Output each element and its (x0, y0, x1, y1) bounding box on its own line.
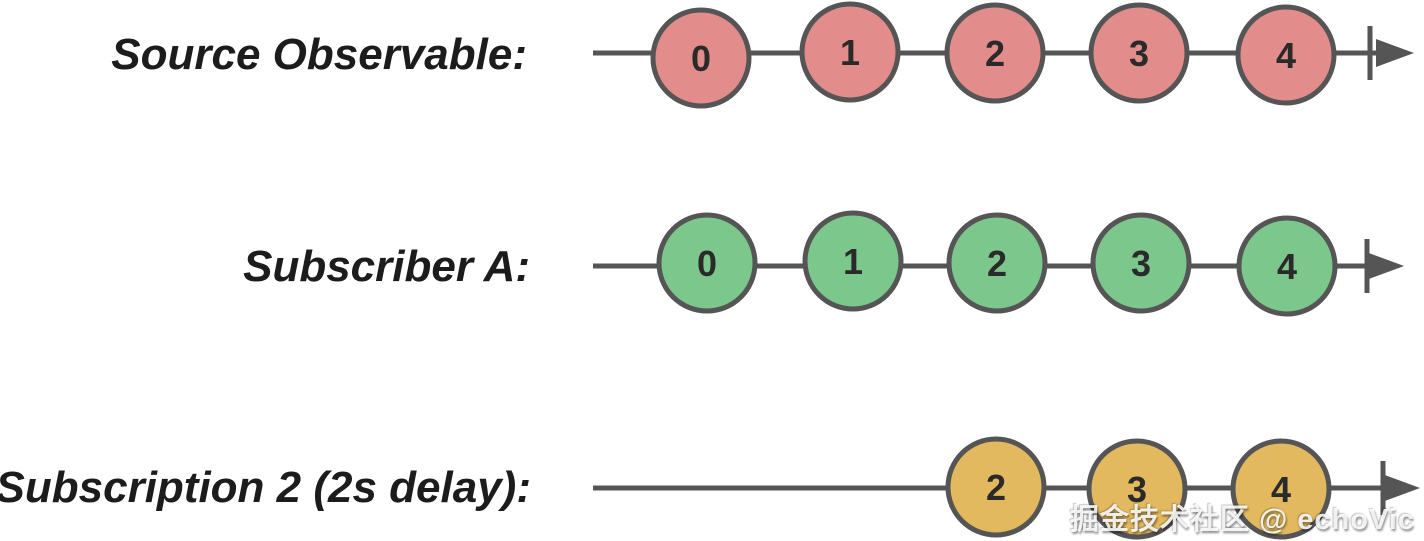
marble-source-observable-1 (799, 1, 901, 103)
marble-source-observable-2 (944, 2, 1046, 104)
marble-value: 1 (840, 32, 860, 73)
marble-value: 4 (1271, 469, 1291, 510)
marble-subscriber-a-0 (656, 212, 758, 314)
marble-value: 0 (691, 38, 711, 79)
arrowhead-icon (1382, 474, 1420, 502)
marble-subscriber-a-3 (1090, 212, 1192, 314)
row-label-subscriber-a: Subscriber A: (243, 242, 530, 291)
marble-source-observable-3 (1088, 2, 1190, 104)
watermark: 掘金技术社区 @ echoVic (1069, 504, 1415, 536)
marble-value: 3 (1131, 243, 1151, 284)
marble-value: 3 (1127, 469, 1147, 510)
marble-subscription-2-2 (945, 436, 1047, 538)
marble-value: 0 (697, 243, 717, 284)
arrowhead-icon (1376, 39, 1414, 67)
row-label-subscription-2: Subscription 2 (2s delay): (0, 463, 531, 512)
marble-value: 2 (987, 243, 1007, 284)
marble-value: 3 (1129, 33, 1149, 74)
marble-value: 2 (986, 467, 1006, 508)
row-label-source-observable: Source Observable: (111, 30, 527, 79)
marble-subscription-2-4 (1230, 438, 1332, 540)
marble-subscriber-a-4 (1236, 215, 1338, 317)
marble-value: 4 (1277, 246, 1297, 287)
marble-subscriber-a-1 (802, 210, 904, 312)
marble-source-observable-4 (1235, 4, 1337, 106)
timeline-source-observable: 0 1 2 3 4 (593, 1, 1414, 109)
marble-subscription-2-3 (1086, 438, 1188, 540)
marble-subscriber-a-2 (946, 212, 1048, 314)
arrowhead-icon (1366, 252, 1404, 280)
timeline-subscription-2: 2 3 4 (593, 436, 1420, 540)
marble-source-observable-0 (650, 7, 752, 109)
marble-value: 1 (843, 241, 863, 282)
marble-value: 4 (1276, 35, 1296, 76)
timeline-subscriber-a: 0 1 2 3 4 (593, 210, 1404, 317)
marble-value: 2 (985, 33, 1005, 74)
